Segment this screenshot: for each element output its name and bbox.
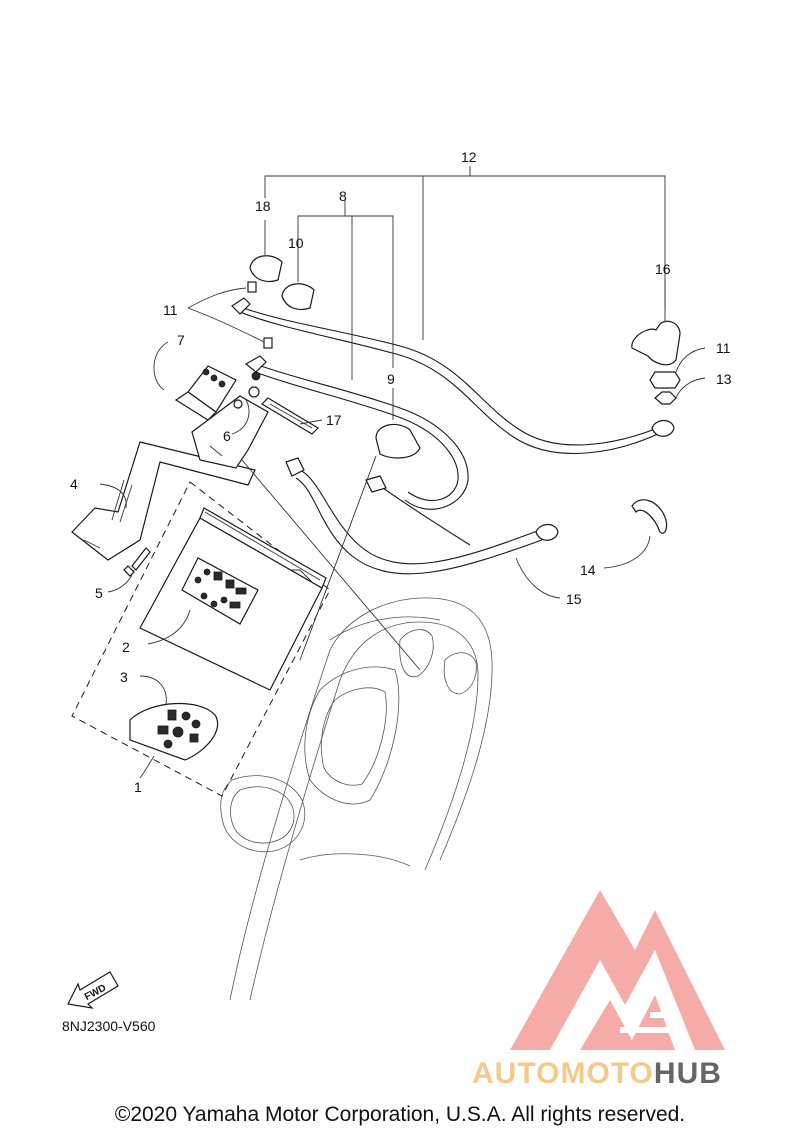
callout-18: 18 bbox=[255, 198, 271, 214]
callout-11-left: 11 bbox=[163, 302, 178, 318]
callout-17: 17 bbox=[326, 412, 342, 428]
fwd-arrow-icon: FWD bbox=[67, 971, 119, 1009]
battery-bracket bbox=[71, 441, 256, 561]
battery bbox=[139, 507, 327, 691]
callout-labels: 1 2 3 4 5 6 7 8 9 10 11 11 12 13 14 15 1… bbox=[70, 149, 732, 795]
watermark-text-hub: HUB bbox=[653, 1057, 722, 1090]
leader-lines bbox=[99, 166, 706, 779]
callout-14: 14 bbox=[580, 562, 596, 578]
callout-13: 13 bbox=[716, 371, 732, 387]
cable-holder bbox=[261, 397, 319, 435]
callout-7: 7 bbox=[177, 332, 185, 348]
automotohub-logo-icon bbox=[510, 890, 725, 1050]
terminal-caps bbox=[231, 255, 681, 541]
callout-2: 2 bbox=[122, 639, 130, 655]
watermark-text-main: AUTOMOTO bbox=[472, 1057, 654, 1090]
callout-8: 8 bbox=[339, 188, 347, 204]
callout-15: 15 bbox=[566, 591, 582, 607]
callout-5: 5 bbox=[95, 585, 103, 601]
diagram-code: 8NJ2300-V560 bbox=[62, 1018, 156, 1034]
bolt bbox=[123, 547, 151, 577]
hardware-kit bbox=[129, 702, 219, 761]
callout-11-right: 11 bbox=[716, 340, 731, 356]
callout-10: 10 bbox=[288, 235, 304, 251]
battery-cables bbox=[237, 305, 666, 575]
cable-band bbox=[631, 499, 668, 534]
starter-relay bbox=[174, 365, 269, 469]
callout-4: 4 bbox=[70, 476, 78, 492]
callout-3: 3 bbox=[120, 669, 128, 685]
callout-6: 6 bbox=[223, 428, 231, 444]
callout-12: 12 bbox=[461, 149, 477, 165]
callout-16: 16 bbox=[655, 261, 671, 277]
watermark-text: AUTOMOTOHUB bbox=[472, 1057, 722, 1091]
callout-9: 9 bbox=[387, 371, 395, 387]
battery-kit-outline bbox=[71, 481, 331, 797]
callout-1: 1 bbox=[134, 779, 142, 795]
copyright-notice: ©2020 Yamaha Motor Corporation, U.S.A. A… bbox=[114, 1103, 686, 1126]
hull-outline bbox=[220, 597, 493, 1001]
